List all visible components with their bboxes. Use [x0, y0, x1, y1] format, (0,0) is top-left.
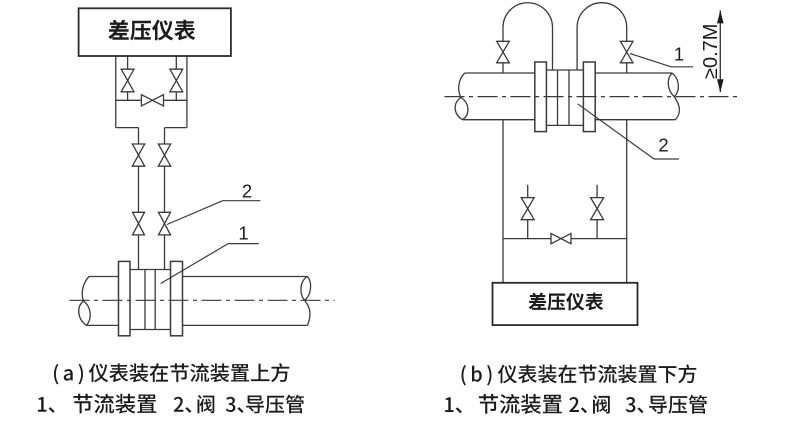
svg-text:≥0.7M: ≥0.7M	[700, 24, 722, 79]
svg-text:2: 2	[658, 135, 668, 156]
svg-text:1: 1	[674, 44, 684, 65]
svg-text:1: 1	[238, 222, 248, 243]
svg-text:2: 2	[242, 181, 252, 202]
